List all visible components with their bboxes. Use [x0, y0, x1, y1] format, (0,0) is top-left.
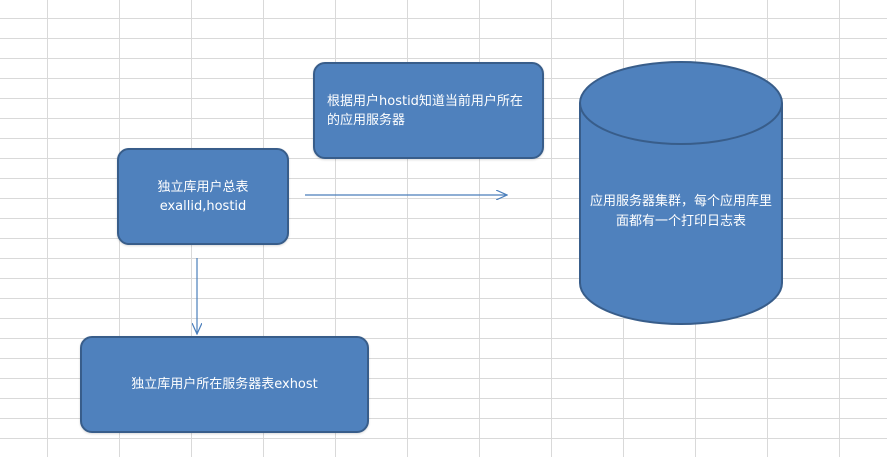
server-cluster-label: 应用服务器集群，每个应用库里面都有一个打印日志表	[589, 194, 772, 229]
user-server-table-text: 独立库用户所在服务器表exhost	[131, 377, 318, 392]
user-server-table-box: 独立库用户所在服务器表exhost	[80, 336, 369, 433]
hostid-lookup-note-text: 根据用户hostid知道当前用户所在的应用服务器	[327, 93, 523, 128]
user-master-table-box: 独立库用户总表 exallid,hostid	[117, 148, 289, 245]
cylinder-top	[579, 61, 783, 145]
database-cylinder	[579, 61, 783, 325]
cylinder-body	[579, 103, 783, 325]
user-master-table-fields: exallid,hostid	[159, 198, 247, 214]
user-master-table-title: 独立库用户总表	[157, 179, 249, 195]
hostid-lookup-note-box: 根据用户hostid知道当前用户所在的应用服务器	[313, 62, 544, 159]
